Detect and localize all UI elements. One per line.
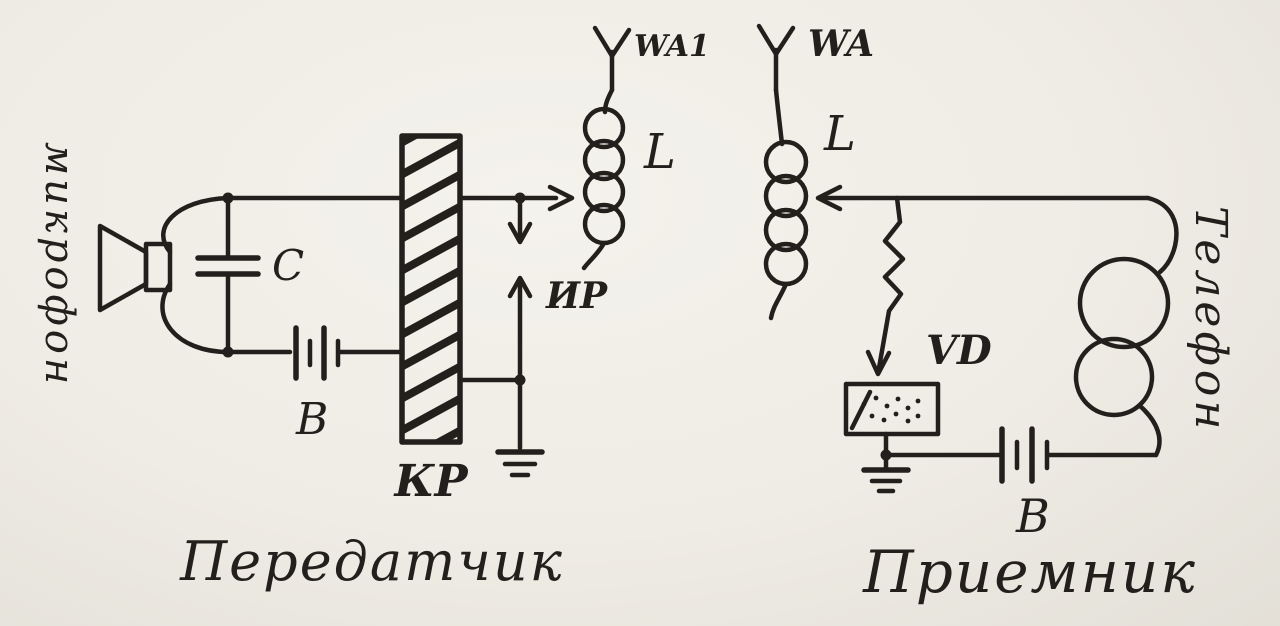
telephone-label: Телефон [1185, 206, 1236, 433]
interrupter-block [399, 133, 463, 445]
coil-turn [582, 170, 626, 214]
microphone-lead-top [161, 195, 231, 255]
coil-label: L [823, 106, 856, 162]
battery-label: B [1015, 489, 1050, 543]
junction-dot [222, 192, 234, 204]
battery-label: B [295, 394, 328, 445]
receiver-title: Приемник [862, 538, 1197, 606]
coil-turn [582, 106, 626, 150]
transmitter-circuit: C B КР И [36, 25, 710, 593]
detector-box [843, 381, 941, 437]
coil-turn [763, 207, 809, 253]
arrow-right-icon [547, 184, 575, 212]
telephone-earpiece-top [1077, 256, 1171, 350]
detector-granules [861, 395, 921, 424]
coil-lead-top [773, 87, 785, 147]
coil-turn [763, 139, 809, 185]
junction-dot [514, 192, 526, 204]
antenna-arm-left [592, 25, 615, 59]
spark-gap-lower-arrow-icon [507, 275, 533, 299]
detector-label: VD [926, 327, 992, 374]
junction-dot [880, 449, 892, 461]
microphone-cone [97, 223, 149, 313]
spark-gap-label: ИР [545, 275, 608, 317]
detector-zigzag-lead [876, 195, 906, 371]
coil-lead-bottom [768, 281, 789, 321]
detector-arrow-icon [865, 349, 892, 377]
coil-turn [582, 138, 626, 182]
coil-turn [763, 173, 809, 219]
wire-to-telephone-top [1145, 195, 1179, 275]
coil-label: L [643, 124, 676, 180]
antenna-arm-right [609, 27, 632, 59]
interrupter-hatching [404, 138, 458, 440]
receiver-circuit: WA L VD [756, 23, 1236, 606]
microphone-label: микрофон [36, 142, 82, 388]
antenna-arm-left [756, 23, 779, 57]
antenna-arm-right [773, 25, 796, 57]
antenna-label: WA [808, 23, 874, 65]
arrow-left-icon [815, 184, 843, 212]
junction-dot [222, 346, 234, 358]
antenna-label: WA1 [634, 29, 710, 64]
transmitter-title: Передатчик [179, 530, 564, 593]
coil-lead-bottom [581, 240, 607, 271]
junction-dot [514, 374, 526, 386]
microphone-body [143, 241, 173, 293]
spark-gap-upper-arrow-icon [507, 221, 533, 245]
interrupter-label: КР [392, 456, 469, 507]
detector-box-shading [849, 389, 873, 431]
telephone-earpiece-bottom [1073, 336, 1155, 418]
capacitor-label: C [272, 241, 304, 290]
microphone-lead-bottom [160, 281, 231, 355]
wire-from-telephone-bottom [1137, 403, 1162, 458]
